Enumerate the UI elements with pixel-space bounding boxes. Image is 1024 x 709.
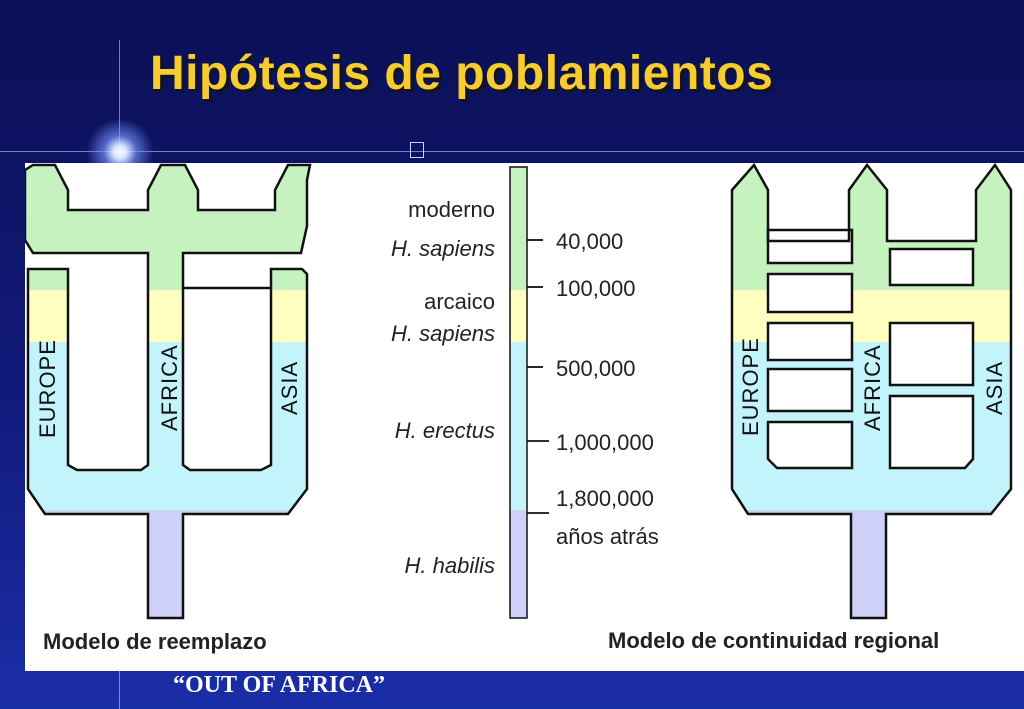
regional-continuity-model-label: Modelo de continuidad regional bbox=[608, 628, 939, 653]
regional-continuity-model-diagram: EUROPE AFRICA ASIA Modelo de continuidad… bbox=[608, 163, 1013, 653]
out-of-africa-caption: “OUT OF AFRICA” bbox=[173, 672, 385, 699]
timeline-band-modern bbox=[510, 167, 527, 290]
species-archaic-line2: H. sapiens bbox=[391, 321, 495, 346]
gap-right-1 bbox=[888, 247, 975, 287]
replacement-model-diagram: EUROPE AFRICA ASIA Modelo de reemplazo bbox=[25, 163, 312, 654]
timeline-band-archaic bbox=[510, 290, 527, 342]
caption-open-quote: “ bbox=[173, 672, 185, 698]
right-model-outline bbox=[730, 163, 1013, 620]
left-europe-label: EUROPE bbox=[35, 339, 60, 438]
right-asia-label: ASIA bbox=[982, 361, 1007, 415]
species-erectus-label: H. erectus bbox=[395, 418, 495, 443]
gap-left-3 bbox=[766, 321, 854, 362]
timeline-bar-outline bbox=[509, 166, 528, 619]
caption-text: OUT OF AFRICA bbox=[185, 672, 374, 698]
timeline-band-habilis bbox=[510, 510, 527, 618]
population-models-diagram: EUROPE AFRICA ASIA Modelo de reemplazo 4… bbox=[25, 163, 1013, 654]
species-modern-line1: moderno bbox=[408, 197, 495, 222]
left-africa-label: AFRICA bbox=[157, 344, 182, 431]
replacement-model-label: Modelo de reemplazo bbox=[43, 629, 267, 654]
band-archaic-sapiens bbox=[25, 290, 310, 342]
band-habilis bbox=[25, 510, 310, 618]
years-ago-label: años atrás bbox=[556, 524, 659, 549]
gap-right-2 bbox=[888, 321, 975, 387]
species-modern-line2: H. sapiens bbox=[391, 236, 495, 261]
gap-right-3 bbox=[888, 394, 975, 470]
band-habilis bbox=[732, 510, 1011, 618]
left-model-outline bbox=[25, 163, 312, 620]
right-africa-label: AFRICA bbox=[860, 344, 885, 431]
tick-label-40000: 40,000 bbox=[556, 229, 623, 254]
left-asia-label: ASIA bbox=[277, 361, 302, 415]
gene-flow-gaps bbox=[766, 228, 975, 470]
tick-label-1000000: 1,000,000 bbox=[556, 430, 654, 455]
gap-left-1 bbox=[766, 228, 854, 265]
missing-glyph-icon bbox=[410, 142, 424, 158]
band-modern-sapiens bbox=[732, 165, 1011, 290]
timeline-scale: 40,000 100,000 500,000 1,000,000 1,800,0… bbox=[391, 166, 659, 619]
right-europe-label: EUROPE bbox=[738, 337, 763, 436]
diagram-panel: EUROPE AFRICA ASIA Modelo de reemplazo 4… bbox=[25, 163, 1024, 671]
timeline-band-erectus bbox=[510, 342, 527, 510]
gap-left-2 bbox=[766, 272, 854, 314]
species-archaic-line1: arcaico bbox=[424, 289, 495, 314]
caption-close-quote: ” bbox=[373, 672, 386, 698]
gap-left-5 bbox=[766, 420, 854, 470]
slide-title: Hipótesis de poblamientos bbox=[150, 47, 774, 100]
tick-label-1800000: 1,800,000 bbox=[556, 486, 654, 511]
tick-label-500000: 500,000 bbox=[556, 356, 636, 381]
tick-label-100000: 100,000 bbox=[556, 276, 636, 301]
gap-left-4 bbox=[766, 367, 854, 413]
decorative-horizontal-line bbox=[0, 151, 1024, 152]
species-habilis-label: H. habilis bbox=[405, 553, 495, 578]
